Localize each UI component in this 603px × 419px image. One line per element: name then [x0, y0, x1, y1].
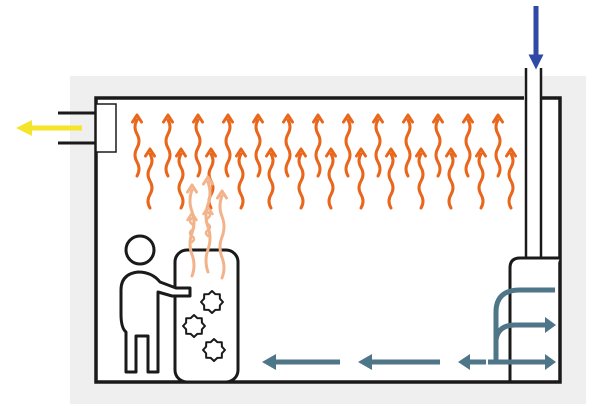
stove-stones: [182, 290, 226, 362]
warm-air-arrow: [445, 147, 457, 210]
warm-air-arrow: [131, 113, 143, 178]
warm-air-arrow: [325, 147, 337, 210]
warm-air-arrow: [492, 113, 504, 178]
steam-arrow: [186, 211, 198, 244]
warm-air-arrow: [295, 147, 307, 210]
stove-stone: [202, 338, 226, 362]
person-figure: [119, 234, 192, 374]
warm-air-arrow: [372, 113, 384, 178]
person-head: [124, 234, 156, 266]
steam-group: [186, 175, 228, 280]
warm-air-arrow: [235, 147, 247, 210]
warm-air-arrow: [402, 113, 414, 178]
warm-air-arrow: [175, 147, 187, 210]
warm-air-arrow: [144, 147, 156, 210]
cold-air-branch: [493, 322, 545, 341]
steam-arrow: [186, 183, 198, 278]
warm-air-arrow: [282, 113, 294, 178]
warm-air-arrow: [222, 113, 234, 178]
warm-air-arrow: [385, 147, 397, 210]
cold-air-group: [262, 287, 556, 370]
cold-air-branch-head: [545, 354, 556, 370]
warm-air-arrow: [342, 113, 354, 178]
warm-air-arrow: [162, 113, 174, 178]
cold-air-branch: [493, 287, 555, 362]
cold-air-arrow-head: [358, 354, 372, 370]
warm-air-group: [131, 113, 517, 210]
warm-air-arrow: [312, 113, 324, 178]
warm-air-arrow: [475, 147, 487, 210]
cold-air-branch-head: [545, 317, 556, 333]
steam-arrow: [202, 175, 214, 274]
cold-air-arrow-head: [262, 354, 276, 370]
person-body: [119, 270, 192, 374]
stove-stone: [200, 290, 224, 314]
warm-air-arrow: [355, 147, 367, 210]
warm-air-arrow: [252, 113, 264, 178]
room-outline: [94, 96, 562, 384]
cold-air-arrow-head: [458, 354, 470, 370]
warm-air-arrow: [505, 147, 517, 210]
warm-air-arrow: [415, 147, 427, 210]
warm-air-arrow: [192, 113, 204, 178]
exhaust-vent: [95, 103, 117, 153]
intake-duct: [524, 68, 542, 258]
steam-arrow: [202, 205, 214, 238]
stove-stone: [182, 314, 206, 338]
warm-air-arrow: [265, 147, 277, 210]
warm-air-arrow: [432, 113, 444, 178]
steam-arrow: [216, 189, 228, 280]
warm-air-arrow: [462, 113, 474, 178]
